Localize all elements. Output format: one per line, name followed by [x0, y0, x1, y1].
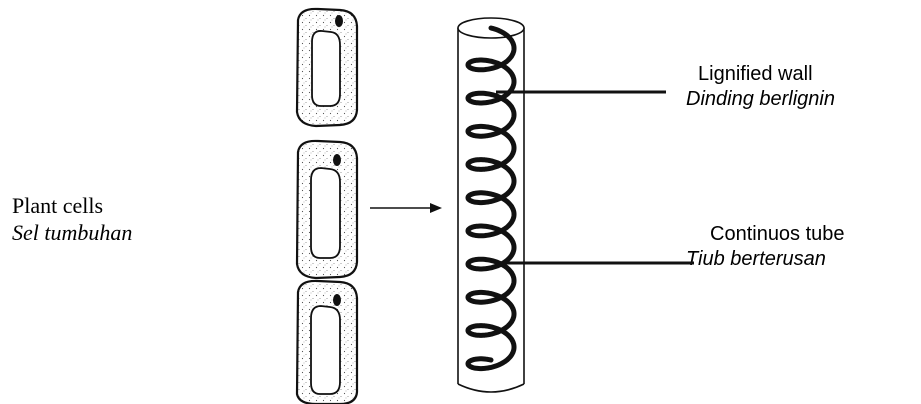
lignified-wall-label: Lignified wall Dinding berlignin: [686, 62, 835, 112]
plant-cell-2: [295, 139, 359, 280]
continuous-tube-label-english: Continuos tube: [710, 223, 845, 245]
plant-cell-3: [295, 279, 359, 404]
plant-cells-label-malay: Sel tumbuhan: [12, 220, 133, 245]
lignified-wall-label-english: Lignified wall: [698, 63, 813, 85]
plant-cells-label-english: Plant cells: [12, 193, 104, 218]
transform-arrow-icon: [370, 203, 442, 213]
plant-cells-label: Plant cells Sel tumbuhan: [12, 192, 132, 246]
plant-cell-icon: [295, 7, 359, 404]
continuous-tube-label: Continuos tube Tiub berterusan: [686, 222, 845, 272]
continuous-tube-label-malay: Tiub berterusan: [686, 248, 826, 270]
plant-cell-1: [295, 7, 359, 128]
lignified-wall-label-malay: Dinding berlignin: [686, 88, 835, 110]
xylem-vessel-icon: [457, 17, 525, 393]
